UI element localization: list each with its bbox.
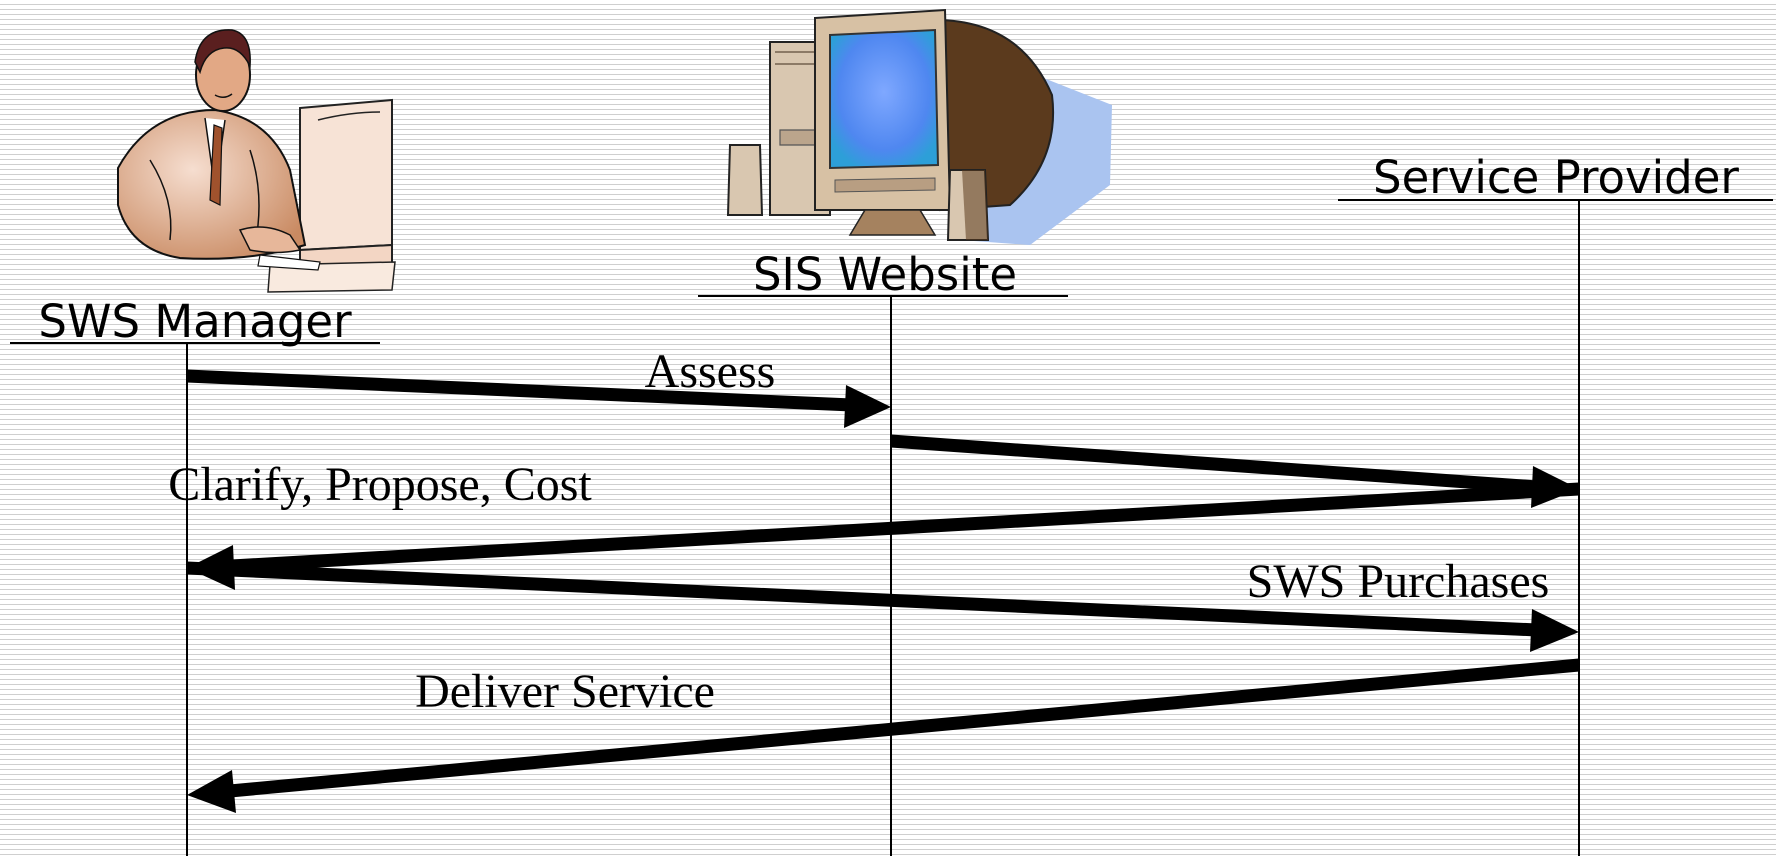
message-label-deliver-service: Deliver Service	[415, 665, 715, 718]
actor-sis-website: SIS Website	[698, 248, 1068, 301]
actor-label-sis-website: SIS Website	[753, 248, 1017, 301]
actor-service-provider: Service Provider	[1338, 151, 1773, 204]
message-label-assess: Assess	[645, 345, 776, 398]
message-label-clarify-propose-cost: Clarify, Propose, Cost	[168, 458, 592, 511]
message-clarify-propose-cost: Clarify, Propose, Cost	[168, 458, 1580, 590]
message-assess: Assess	[186, 345, 891, 428]
actor-sws-manager: SWS Manager	[10, 295, 380, 348]
actor-label-sws-manager: SWS Manager	[38, 295, 352, 348]
message-deliver-service: Deliver Service	[187, 658, 1580, 813]
message-sws-purchases: SWS Purchases	[186, 555, 1579, 652]
businessman-at-computer-icon	[117, 29, 396, 293]
actor-label-service-provider: Service Provider	[1373, 151, 1739, 204]
desktop-computer-icon	[726, 8, 1112, 245]
message-label-sws-purchases: SWS Purchases	[1247, 555, 1550, 608]
